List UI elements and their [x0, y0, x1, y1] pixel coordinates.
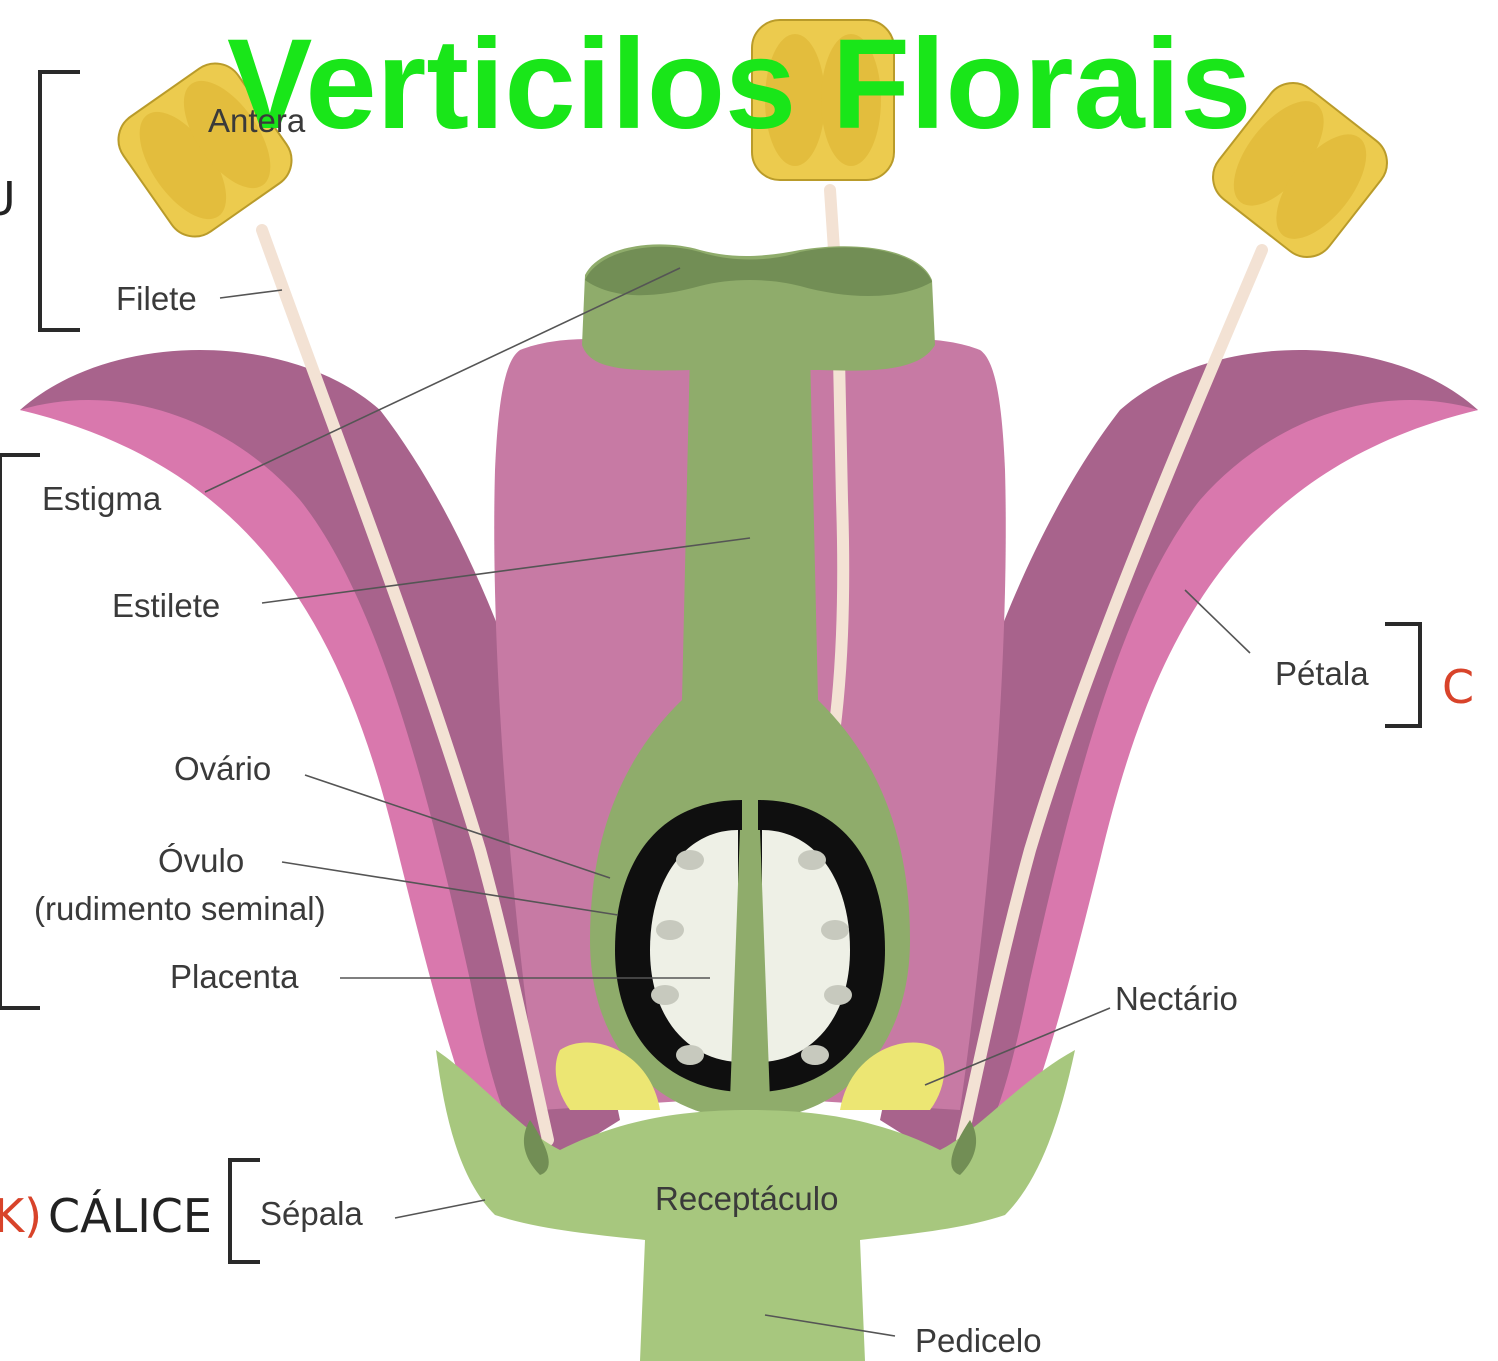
bracket-calice [230, 1160, 260, 1262]
label-ovulo: Óvulo [158, 842, 244, 879]
label-ovario: Ovário [174, 750, 271, 787]
label-nectario: Nectário [1115, 980, 1238, 1017]
group-calice: CÁLICE [48, 1189, 212, 1243]
label-receptaculo: Receptáculo [655, 1180, 838, 1217]
page-title: Verticilos Florais [227, 13, 1251, 156]
label-sepala: Sépala [260, 1195, 363, 1232]
label-antera: Antera [208, 102, 306, 139]
label-pedicelo: Pedicelo [915, 1322, 1042, 1359]
group-corola-partial: C [1442, 660, 1474, 714]
label-estilete: Estilete [112, 587, 220, 624]
label-placenta: Placenta [170, 958, 299, 995]
label-estigma: Estigma [42, 480, 162, 517]
group-androceu-partial: U [0, 172, 16, 226]
group-calice-prefix: K) [0, 1189, 42, 1243]
label-ovulo-note: (rudimento seminal) [34, 890, 326, 927]
label-filete: Filete [116, 280, 197, 317]
bracket-androceu [40, 72, 80, 330]
label-petala: Pétala [1275, 655, 1369, 692]
bracket-corola [1385, 624, 1420, 726]
